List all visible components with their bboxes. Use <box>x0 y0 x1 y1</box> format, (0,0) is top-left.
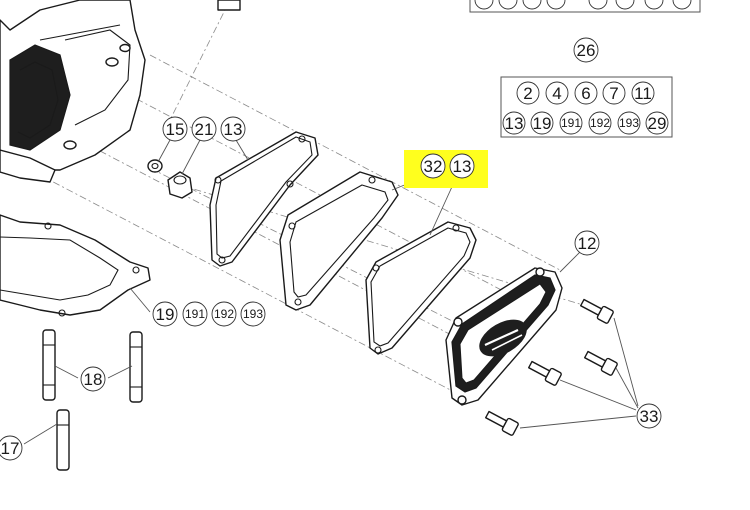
kit-item: 19 <box>533 114 552 133</box>
callout-193: 193 <box>243 307 263 321</box>
kit-item: 13 <box>505 114 524 133</box>
base-gasket <box>0 214 151 317</box>
cylinder-body <box>0 0 241 183</box>
kit-box-26: 26 2 4 6 7 11 13 19 191 192 193 29 <box>500 37 673 138</box>
kit-item: 4 <box>552 84 561 103</box>
callout-192: 192 <box>214 307 234 321</box>
callout-21: 21 <box>195 120 214 139</box>
kit-item: 29 <box>648 114 667 133</box>
kit-item: 6 <box>581 84 590 103</box>
kit-item: 11 <box>634 84 652 103</box>
kit-item: 193 <box>619 116 639 130</box>
callout-32: 32 <box>424 157 443 176</box>
highlight-marker <box>404 150 488 188</box>
callout-18: 18 <box>84 370 103 389</box>
dowel-pins <box>42 329 143 471</box>
callout-13-first: 13 <box>224 120 243 139</box>
cover-12 <box>445 267 563 406</box>
bolts-33 <box>484 298 618 436</box>
callout-19: 19 <box>156 305 175 324</box>
part-callouts: 15 21 13 32 13 12 19 191 192 193 18 17 3… <box>0 116 662 461</box>
gasket-13-first <box>209 131 319 267</box>
kit-number: 26 <box>577 41 596 60</box>
kit-item: 7 <box>609 84 618 103</box>
callout-191: 191 <box>185 307 205 321</box>
kit-item: 191 <box>561 116 581 130</box>
callout-13-second: 13 <box>453 157 472 176</box>
callout-15: 15 <box>166 120 185 139</box>
callout-33: 33 <box>640 407 659 426</box>
gasket-13-second <box>365 221 477 355</box>
kit-number-bubble <box>573 37 599 63</box>
callout-12: 12 <box>578 234 597 253</box>
kit-item: 2 <box>523 84 532 103</box>
top-kit-box-partial <box>469 0 701 13</box>
washer-and-screw <box>147 159 193 199</box>
callout-17: 17 <box>1 439 20 458</box>
kit-item: 192 <box>590 116 610 130</box>
